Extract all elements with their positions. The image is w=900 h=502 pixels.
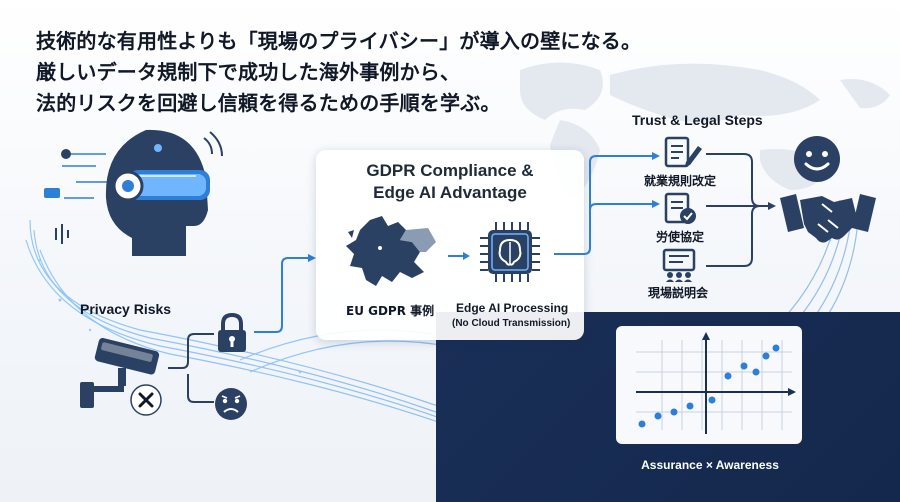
eu-gdpr-label: EU GDPR 事例 — [346, 304, 435, 318]
worried-face-icon — [215, 388, 247, 420]
lock-icon — [218, 312, 246, 352]
steps-to-handshake-connector — [706, 153, 776, 267]
x-icon — [130, 384, 162, 416]
scatter-point — [638, 420, 646, 428]
handshake-icon — [780, 194, 876, 243]
edge-ai-sublabel: (No Cloud Transmission) — [452, 318, 571, 329]
risk-branch-connector — [168, 333, 214, 403]
arrow-map-to-chip — [448, 252, 470, 260]
eu-map-icon — [346, 216, 436, 286]
headline-line-2: 厳しいデータ規制下で成功した海外事例から、 — [36, 60, 461, 84]
scatter-chart-card — [616, 326, 802, 444]
cctv-camera-icon — [80, 337, 160, 408]
scatter-point — [752, 368, 760, 376]
trust-step-2: 労使協定 — [656, 230, 705, 244]
edge-ai-label: Edge AI Processing — [456, 301, 569, 315]
scatter-point — [740, 362, 748, 370]
ai-head-icon — [44, 129, 223, 256]
gdpr-card-title: GDPR Compliance & Edge AI Advantage — [316, 160, 584, 204]
trust-steps-title: Trust & Legal Steps — [632, 112, 763, 128]
trust-step-3: 現場説明会 — [648, 286, 709, 300]
scatter-point — [654, 412, 662, 420]
scatter-point — [686, 402, 694, 410]
gdpr-title-line-2: Edge AI Advantage — [373, 183, 527, 202]
headline-line-1: 技術的な有用性よりも「現場のプライバシー」が導入の壁になる。 — [36, 29, 642, 53]
document-check-icon — [664, 192, 696, 224]
arrow-to-gdpr — [254, 254, 316, 333]
scatter-point — [724, 372, 732, 380]
ai-chip-icon — [480, 222, 540, 282]
smiley-icon — [794, 136, 840, 182]
scatter-point — [762, 352, 770, 360]
headline: 技術的な有用性よりも「現場のプライバシー」が導入の壁になる。 厳しいデータ規制下… — [36, 26, 656, 119]
document-edit-icon — [664, 136, 702, 168]
headline-line-3: 法的リスクを回避し信頼を得るための手順を学ぶ。 — [36, 91, 501, 115]
scatter-point — [708, 396, 716, 404]
trust-step-1: 就業規則改定 — [644, 174, 717, 188]
scatter-point — [670, 408, 678, 416]
scatter-point — [772, 344, 780, 352]
scatter-chart — [636, 332, 796, 434]
assurance-label: Assurance × Awareness — [641, 458, 779, 472]
presentation-board-icon — [662, 248, 696, 282]
arrow-to-trust-steps — [554, 152, 660, 255]
gdpr-title-line-1: GDPR Compliance & — [366, 161, 534, 180]
privacy-risks-label: Privacy Risks — [80, 301, 172, 317]
